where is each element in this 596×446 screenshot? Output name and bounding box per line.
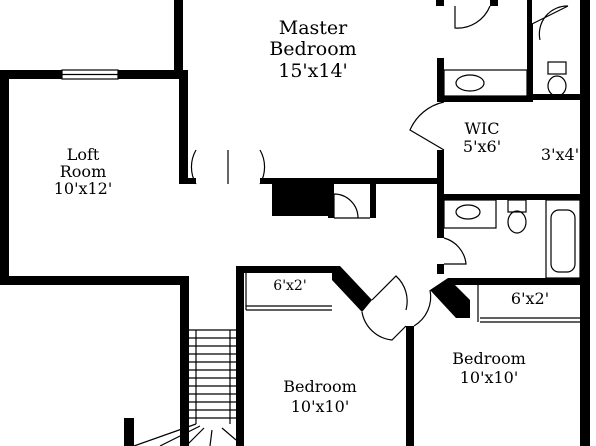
loft-room-name-line2: Room <box>60 162 106 181</box>
master-bedroom-name-line2: Bedroom <box>269 38 356 60</box>
loft-room-size: 10'x12' <box>54 179 113 198</box>
center-bedroom-size: 10'x10' <box>291 397 350 416</box>
right-bedroom-name: Bedroom <box>452 349 526 368</box>
fixtures <box>61 5 581 446</box>
right-closet-size: 3'x4' <box>541 145 579 164</box>
master-bedroom-name-line1: Master <box>279 17 348 39</box>
right-bedroom-closet-size: 6'x2' <box>511 289 549 308</box>
right-bedroom-size: 10'x10' <box>460 368 519 387</box>
center-closet-size: 6'x2' <box>273 278 306 294</box>
wic-name: WIC <box>464 119 499 138</box>
room-labels: Master Bedroom 15'x14' Loft Room 10'x12'… <box>54 17 579 416</box>
wic-size: 5'x6' <box>463 137 501 156</box>
loft-room-name-line1: Loft <box>67 145 100 164</box>
master-bedroom-size: 15'x14' <box>278 60 348 82</box>
center-bedroom-name: Bedroom <box>283 377 357 396</box>
